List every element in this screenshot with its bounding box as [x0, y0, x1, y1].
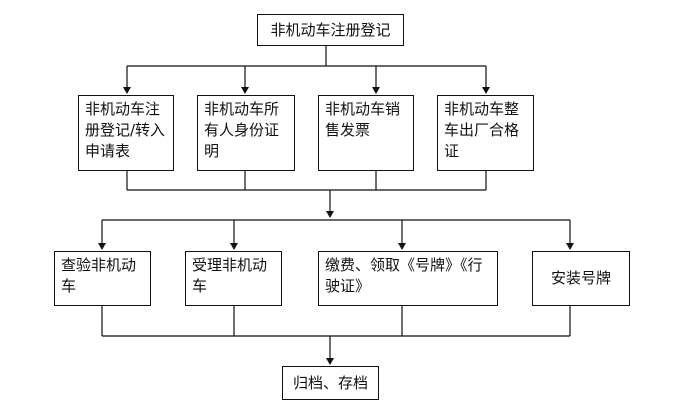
- step-box-label: 查验非机动车: [61, 256, 137, 295]
- step-box-label: 缴费、领取《号牌》《行驶证》: [325, 256, 483, 295]
- step-box-label: 安装号牌: [550, 269, 611, 287]
- document-box-application-form: 非机动车注册登记/转入申请表: [78, 95, 174, 171]
- document-box-label: 非机动车注册登记/转入申请表: [85, 100, 166, 160]
- step-box-pay-and-collect: 缴费、领取《号牌》《行驶证》: [318, 251, 498, 306]
- archive-box-label: 归档、存档: [292, 373, 368, 392]
- step-box-accept: 受理非机动车: [185, 251, 282, 306]
- document-box-label: 非机动车整车出厂合格证: [444, 100, 520, 160]
- document-box-sales-invoice: 非机动车销售发票: [318, 95, 414, 171]
- archive-box: 归档、存档: [282, 366, 379, 400]
- registration-box-label: 非机动车注册登记: [270, 20, 391, 39]
- document-box-label: 非机动车销售发票: [325, 100, 401, 139]
- step-box-install-plate: 安装号牌: [532, 251, 630, 306]
- step-box-inspect: 查验非机动车: [54, 251, 151, 306]
- registration-box: 非机动车注册登记: [257, 14, 404, 46]
- document-box-factory-certificate: 非机动车整车出厂合格证: [437, 95, 534, 171]
- document-box-label: 非机动车所有人身份证明: [204, 100, 280, 160]
- document-box-identity-proof: 非机动车所有人身份证明: [197, 95, 295, 171]
- step-box-label: 受理非机动车: [192, 256, 268, 295]
